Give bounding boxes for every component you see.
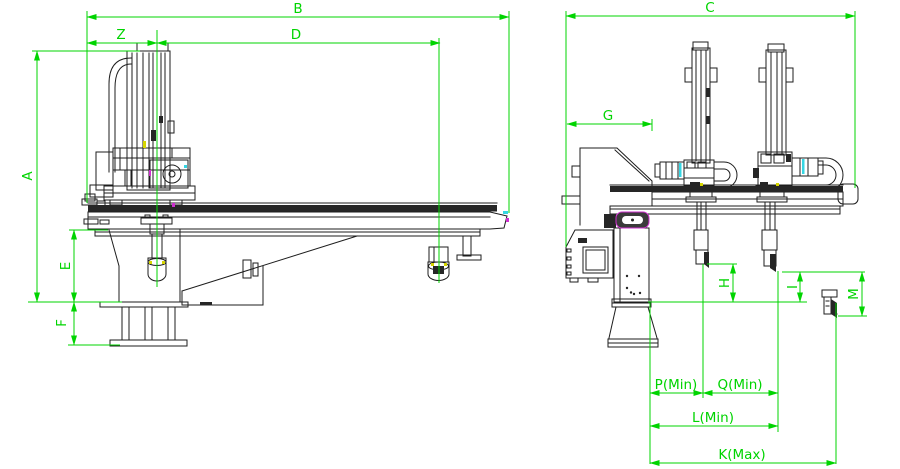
dim-label-g: G xyxy=(603,108,613,124)
dimension-lines xyxy=(34,13,865,466)
control-box xyxy=(565,229,614,283)
dim-label-i: I xyxy=(785,285,801,289)
dim-label-m: M xyxy=(846,288,862,300)
front-view xyxy=(561,41,859,348)
dim-label-z: Z xyxy=(116,27,125,43)
pedestal-base xyxy=(99,301,189,347)
right-arm xyxy=(757,43,844,193)
magenta-accents xyxy=(149,170,509,222)
dim-label-b: B xyxy=(293,1,302,17)
carriage-body xyxy=(84,147,196,206)
left-gripper xyxy=(685,185,717,265)
dimension-annotations xyxy=(28,11,867,466)
pedestal xyxy=(108,229,358,306)
dim-label-p: P(Min) xyxy=(655,377,698,393)
yellow-accents xyxy=(143,141,779,266)
dim-label-f: F xyxy=(54,319,70,327)
access-panel xyxy=(615,211,650,229)
dim-label-q: Q(Min) xyxy=(717,377,762,393)
cyan-accents xyxy=(184,159,805,214)
dim-label-a: A xyxy=(20,171,36,181)
traverse-beam xyxy=(81,198,508,261)
dim-label-e: E xyxy=(58,262,74,271)
left-arm xyxy=(654,41,738,189)
front-view-dark-details xyxy=(578,88,843,318)
dimension-labels: B Z D C G A E F H I M P(Min) Q(Min) L(Mi… xyxy=(20,0,862,463)
side-view xyxy=(81,42,508,347)
dim-label-k: K(Max) xyxy=(718,447,765,463)
extension-lines xyxy=(28,11,867,464)
cable-tube xyxy=(108,57,132,173)
dim-label-l: L(Min) xyxy=(692,410,734,426)
dim-label-c: C xyxy=(705,0,714,16)
dim-label-h: H xyxy=(717,278,733,288)
dim-label-d: D xyxy=(291,27,301,43)
